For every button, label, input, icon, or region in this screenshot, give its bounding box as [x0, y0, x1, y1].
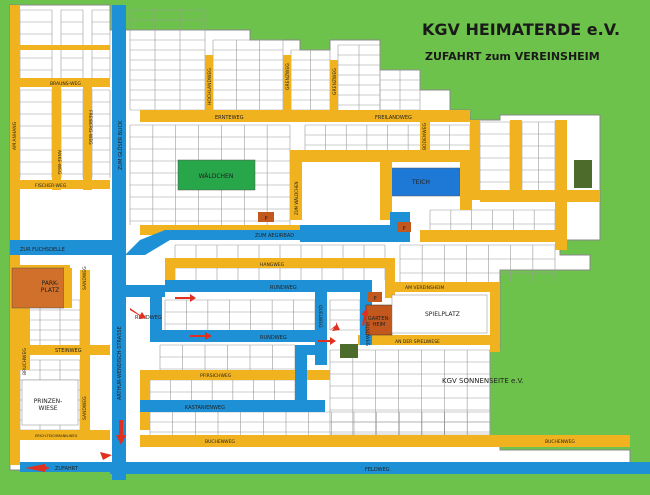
- prince-meadow: [21, 379, 79, 426]
- playground: [391, 294, 488, 334]
- arrow-icon-rundweg-3: [190, 332, 212, 340]
- street-hangweg: HANGWEG: [260, 262, 285, 268]
- street-an-der-spielwiese: AN DER SPIELWIESE: [395, 339, 440, 345]
- parking-marker-3-label: P: [373, 296, 376, 302]
- street-grenzweg-2: GRENZWEG: [332, 68, 338, 95]
- street-braunsweg: BRAUNS-WEG: [50, 81, 81, 87]
- parking-marker-2-label: P: [402, 226, 405, 232]
- map-title: KGV HEIMATERDE e.V.: [422, 20, 620, 39]
- clubhouse: [365, 304, 393, 336]
- street-buchenweg-1: BUCHENWEG: [205, 439, 235, 445]
- forest-area: [177, 159, 256, 191]
- parking-marker-1: [258, 212, 274, 222]
- parking-marker-1-label: P: [264, 216, 267, 222]
- street-grenzweg-1: GRENZWEG: [285, 63, 291, 90]
- primary-roads: [10, 5, 650, 480]
- street-am-anhang: AM ANHANG: [12, 121, 18, 150]
- forest-label: WÄLDCHEN: [199, 173, 234, 180]
- dark-plot: [574, 160, 592, 188]
- street-zum-gloser-blick: ZUM GLÖSER BLICK: [117, 120, 124, 170]
- street-rundweg-2: RUNDWEG: [135, 315, 162, 321]
- street-steinweg: STEINWEG: [55, 348, 82, 354]
- dark-plot-2: [340, 344, 358, 358]
- arrow-icon-rundweg-2: [130, 308, 146, 319]
- street-hochlandweg: HOCHLANDWEG: [207, 68, 213, 105]
- street-bruchweg: BRUCHWEG: [22, 348, 28, 375]
- street-kastanienweg: KASTANIENWEG: [185, 405, 225, 411]
- parking-lot-label: PARK-PLATZ: [41, 280, 60, 294]
- secondary-roads: [10, 5, 630, 465]
- arrow-icon-rundweg-4: [318, 337, 336, 345]
- street-zufahrt: ZUFAHRT: [55, 466, 79, 472]
- street-ernteweg: ERNTEWEG: [215, 115, 244, 121]
- clubhouse-label: GARTEN-HEIM: [368, 316, 390, 328]
- street-anke-weg: ANKE-WEG: [56, 150, 62, 175]
- street-rundweg-4: RUNDWEG: [364, 322, 370, 347]
- street-sandweg-2: SANDWEG: [82, 396, 88, 420]
- street-zum-waldchen: ZUM WÄLDCHEN: [294, 182, 299, 216]
- street-quelweg: QUELWEG: [317, 305, 323, 328]
- street-zur-fuchsdelle: ZUR FUCHSDELLE: [20, 247, 65, 253]
- street-zum-aegirbad: ZUM AEGIRBAD: [255, 233, 294, 239]
- arrow-icon-rundweg-1: [175, 294, 196, 302]
- street-sandweg-1: SANDWEG: [82, 266, 88, 290]
- parking-lot-label-1: PARK-PLATZ: [41, 280, 60, 294]
- parking-strip: [64, 268, 72, 308]
- arrow-icon-north: [116, 420, 126, 445]
- street-freilandweg: FREILANDWEG: [375, 115, 412, 121]
- arrow-icon-turn: [100, 452, 112, 460]
- street-erich-teichmann: ERICH-TEICHMANN-WEG: [35, 434, 78, 438]
- arrow-icon-rundweg-5: [330, 322, 340, 331]
- street-buchenweg-2: BUCHENWEG: [545, 439, 575, 445]
- playground-label: SPIELPLATZ: [425, 311, 460, 318]
- street-rundweg-3: RUNDWEG: [260, 335, 287, 341]
- street-feldweg: FELDWEG: [365, 467, 390, 473]
- parking-marker-3: [368, 292, 382, 302]
- street-fischer-weg: FISCHER-WEG: [35, 183, 67, 189]
- parking-lot: [11, 267, 65, 309]
- street-am-vereinsheim: AM VEREINSHEIM: [405, 285, 444, 291]
- direction-arrows: [25, 294, 368, 472]
- parking-marker-2: [397, 222, 411, 232]
- prince-meadow-label: PRINZEN-WIESE: [34, 398, 63, 412]
- map-subtitle: ZUFAHRT zum VEREINSHEIM: [425, 50, 600, 63]
- street-arthur-wendisch: ARTHUR-WENDISCH-STRASSE: [117, 326, 123, 400]
- neighbor-colony-label: KGV SONNENSEITE e.V.: [442, 377, 524, 385]
- street-labels: BRAUNS-WEG AM ANHANG ANKE-WEG FREIBERG-W…: [12, 63, 575, 473]
- arrow-icon-zufahrt: [25, 464, 50, 472]
- street-pfirsichweg: PFIRSICHWEG: [200, 373, 232, 379]
- pond-label: TEICH: [411, 179, 430, 186]
- arrow-icon-rundweg-6: [361, 308, 368, 326]
- street-rundweg-1: RUNDWEG: [270, 285, 297, 291]
- street-bodenweg: BODENWEG: [422, 122, 428, 150]
- street-freiberg-weg: FREIBERG-WEG: [87, 110, 93, 145]
